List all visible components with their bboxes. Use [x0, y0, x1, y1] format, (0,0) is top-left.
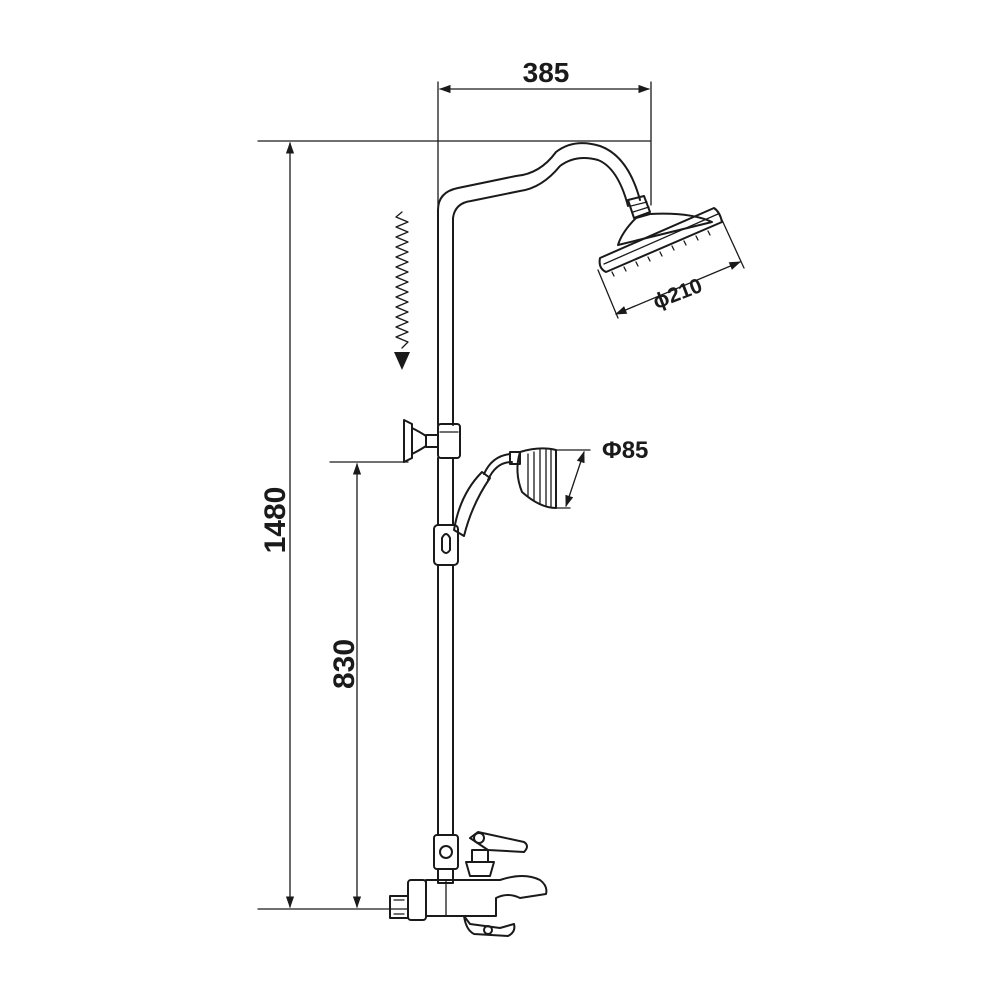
hand-shower-head	[516, 447, 557, 509]
gooseneck-arm	[437, 142, 651, 219]
swivel-joint	[627, 195, 651, 219]
bottom-lever-handle	[463, 915, 516, 937]
head-diameter-line	[614, 261, 742, 315]
slide-holder	[433, 524, 459, 566]
wall-eccentric	[407, 879, 427, 921]
hand-shower: Φ85	[433, 437, 648, 566]
bath-mixer	[389, 831, 548, 937]
hand-shower-ribs	[527, 449, 552, 508]
hand-diameter-line	[565, 450, 585, 508]
dimension-width: 385	[437, 57, 652, 206]
lower-connector	[433, 834, 459, 884]
wall-bracket	[403, 419, 461, 463]
riser-rail	[437, 209, 454, 836]
shower-head-dome	[617, 212, 713, 246]
shelf-height-label: 830	[328, 639, 361, 689]
shower-head-face	[598, 207, 723, 273]
mixer-body	[425, 875, 548, 917]
head-diameter-label: ϕ210	[650, 274, 706, 314]
width-label: 385	[523, 57, 570, 88]
hand-shower-handle	[453, 471, 491, 537]
bracket-clamp	[437, 423, 461, 459]
hand-diameter-label: Φ85	[602, 437, 648, 464]
head-extension-right	[721, 219, 745, 269]
dimension-total-height: 1480	[257, 140, 651, 910]
overhead-shower-head: ϕ210	[597, 207, 745, 319]
wall-plate	[403, 419, 413, 463]
zigzag-spring-icon	[395, 211, 409, 349]
head-extension-left	[597, 269, 619, 319]
slide-direction-arrow	[394, 211, 410, 370]
total-height-label: 1480	[259, 487, 292, 554]
top-lever-handle	[469, 831, 528, 853]
down-arrow-icon	[394, 352, 410, 370]
dimension-shelf-height: 830	[328, 461, 409, 909]
